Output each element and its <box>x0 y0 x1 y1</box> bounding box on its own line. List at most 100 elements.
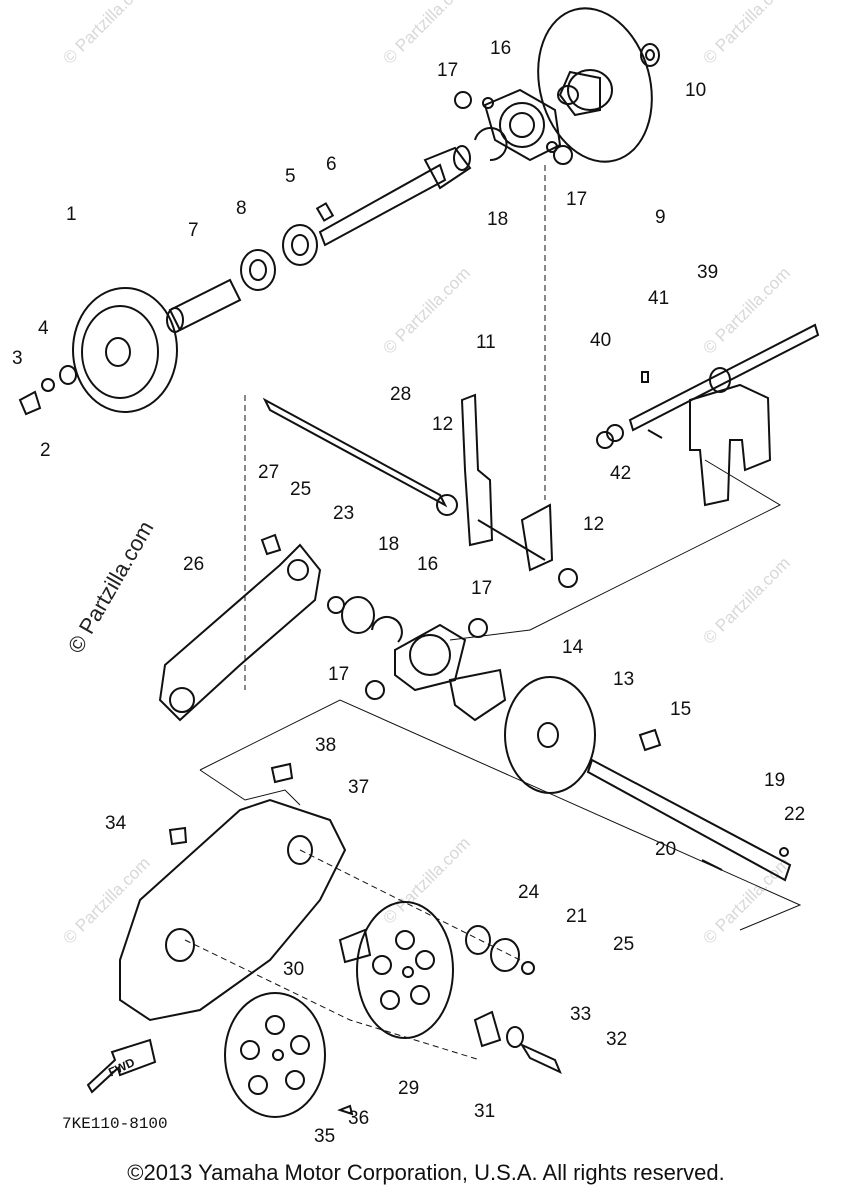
part-1-pulley <box>72 287 178 413</box>
part-label: 3 <box>12 348 23 369</box>
part-17-washer <box>468 618 488 638</box>
part-11-bracket <box>460 393 554 572</box>
part-26-plate-bracket <box>158 543 322 722</box>
part-label: 15 <box>670 699 691 720</box>
part-21-gear <box>490 938 520 972</box>
part-label: 29 <box>398 1078 419 1099</box>
part-33-washer <box>506 1026 524 1048</box>
part-label: 2 <box>40 440 51 461</box>
part-label: 39 <box>697 262 718 283</box>
part-label: 24 <box>518 882 540 903</box>
part-22-ball <box>779 847 789 857</box>
part-25-nut <box>521 961 535 975</box>
part-36-screw <box>337 1104 354 1116</box>
part-label: 11 <box>476 332 496 353</box>
part-label: 20 <box>655 839 676 860</box>
part-3-washer <box>41 378 55 392</box>
part-7-spacer <box>166 278 242 333</box>
part-12-collar <box>558 568 578 588</box>
part-label: 32 <box>606 1029 627 1050</box>
part-4-nut <box>59 365 77 385</box>
part-27-bolt <box>260 533 282 556</box>
part-label: 14 <box>562 637 584 658</box>
part-label: 12 <box>583 514 604 535</box>
part-label: 36 <box>348 1108 369 1129</box>
part-label: 6 <box>326 154 337 175</box>
part-9-sheave-disc <box>537 7 653 163</box>
part-2-bolt <box>18 390 42 416</box>
part-18-circlip <box>474 127 508 162</box>
part-label: 17 <box>566 189 587 210</box>
fwd-arrow <box>86 1038 157 1094</box>
part-label: 37 <box>348 777 369 798</box>
watermark: © Partzilla.com <box>699 553 793 647</box>
watermark-large: © Partzilla.com <box>63 517 159 658</box>
part-31-collar <box>473 1010 502 1048</box>
part-label: 41 <box>648 288 669 309</box>
watermark: © Partzilla.com <box>59 0 153 68</box>
part-label: 13 <box>613 669 634 690</box>
part-18-circlip <box>371 615 403 643</box>
part-28-rod <box>262 397 448 508</box>
part-23-bearing <box>341 596 375 634</box>
part-16-bearing-housing-bottom <box>394 623 467 692</box>
part-30-bushing <box>338 928 372 964</box>
part-12-collar <box>436 494 458 516</box>
part-label: 17 <box>437 60 458 81</box>
part-label: 18 <box>378 534 399 555</box>
part-10-washer <box>640 43 660 67</box>
drawing-code: 7KE110-8100 <box>62 1115 168 1133</box>
part-label: 26 <box>183 554 204 575</box>
part-17-washer <box>553 145 573 165</box>
part-15-bolt <box>638 728 662 752</box>
part-42-pin <box>647 429 663 439</box>
part-label: 25 <box>613 934 634 955</box>
part-41-clip <box>641 371 649 383</box>
part-label: 40 <box>590 330 611 351</box>
part-label: 16 <box>417 554 438 575</box>
watermarks: © Partzilla.com © Partzilla.com © Partzi… <box>59 0 793 948</box>
copyright-notice: ©2013 Yamaha Motor Corporation, U.S.A. A… <box>127 1160 725 1185</box>
part-label: 16 <box>490 38 511 59</box>
part-34-bolt <box>168 826 188 846</box>
part-label: 17 <box>328 664 349 685</box>
part-13-brake-disc <box>504 676 596 794</box>
part-label: 17 <box>471 578 492 599</box>
part-labels: 1 2 3 4 5 6 7 8 9 10 11 12 12 13 14 15 1… <box>12 38 805 1147</box>
part-label: 33 <box>570 1004 591 1025</box>
fwd-label: FWD <box>106 1055 137 1079</box>
part-label: 34 <box>105 813 127 834</box>
part-label: 5 <box>285 166 296 187</box>
part-label: 7 <box>188 220 199 241</box>
part-label: 30 <box>283 959 304 980</box>
part-label: 1 <box>66 204 77 225</box>
part-8-bearings <box>240 224 318 291</box>
part-17-washer <box>365 680 385 700</box>
part-label: 4 <box>38 318 49 339</box>
watermark: © Partzilla.com <box>379 263 473 357</box>
part-label: 42 <box>610 463 631 484</box>
watermark: © Partzilla.com <box>699 0 793 68</box>
leader-lines <box>184 165 802 1061</box>
part-16-bearing-housing-top <box>482 88 562 162</box>
part-5-key <box>315 202 335 222</box>
part-label: 10 <box>685 80 706 101</box>
part-label: 18 <box>487 209 508 230</box>
part-label: 28 <box>390 384 411 405</box>
part-24-bearing <box>465 925 491 955</box>
part-40-washer <box>606 424 624 442</box>
part-label: 27 <box>258 462 279 483</box>
part-37-chaincase-cover <box>119 798 347 1022</box>
part-19-shaft <box>586 758 792 882</box>
part-14-hub <box>448 668 507 722</box>
part-label: 23 <box>333 503 354 524</box>
watermark: © Partzilla.com <box>699 853 793 947</box>
line-art <box>18 7 820 1118</box>
part-35-sprocket-small <box>224 992 326 1118</box>
part-32-bolt <box>519 1042 562 1074</box>
part-label: 25 <box>290 479 311 500</box>
part-label: 38 <box>315 735 336 756</box>
part-label: 19 <box>764 770 785 791</box>
part-6-shaft <box>318 145 472 247</box>
